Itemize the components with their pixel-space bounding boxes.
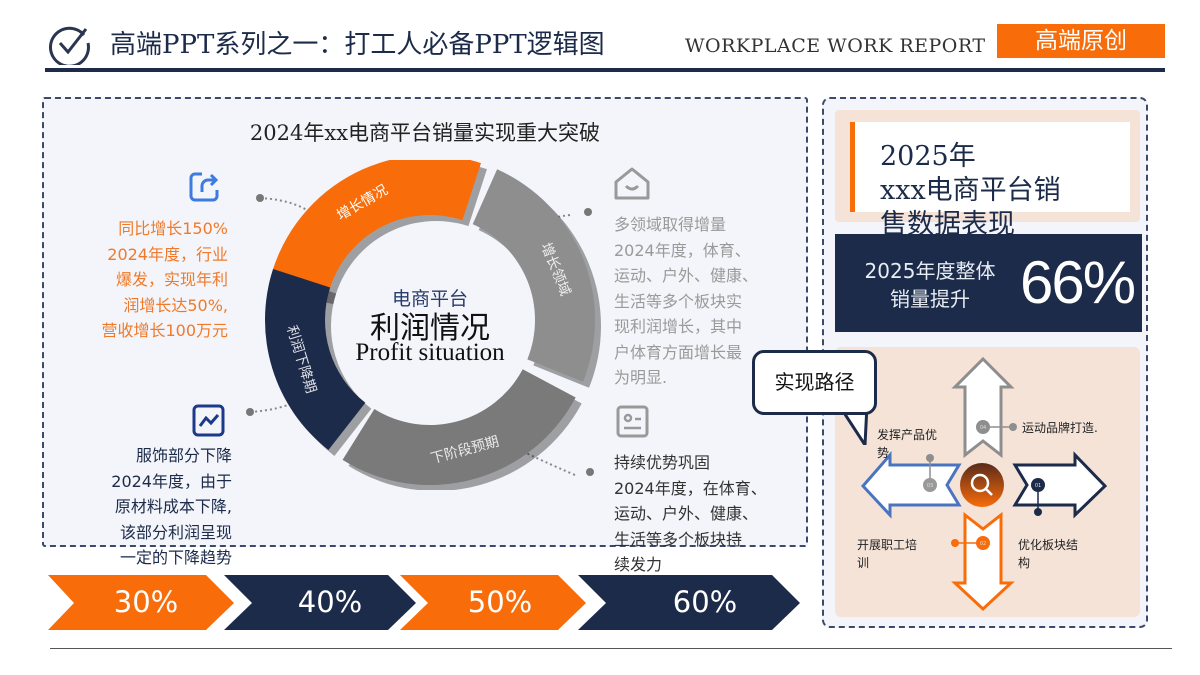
arrow-up	[951, 356, 1015, 459]
search-icon	[970, 473, 990, 493]
arrow-left	[860, 450, 962, 519]
block-line: 续发力	[614, 555, 663, 574]
arrow-number: 01	[1035, 483, 1041, 489]
ring-segment	[342, 369, 576, 485]
arrow-number: 04	[980, 425, 986, 431]
title-line: 2025年	[880, 141, 976, 172]
block-line: 户体育方面增长最	[614, 342, 743, 362]
stat-label: 2025年度整体 销量提升	[850, 257, 1010, 313]
block-line: 原材料成本下降,	[114, 497, 232, 516]
arrow-label-01: 优化板块结构	[1018, 538, 1079, 570]
ring-center-line2: 利润情况	[370, 311, 490, 346]
home-icon	[614, 167, 650, 200]
id-card-icon	[616, 405, 649, 438]
title-card-inner	[850, 122, 1130, 212]
forecast-title: 2025年 xxx电商平台销 售数据表现	[880, 140, 1061, 242]
chevron-40	[224, 575, 416, 630]
block-line: 2024年度，由于	[111, 471, 232, 491]
header-divider	[45, 68, 1165, 72]
block-title: 多领域取得增量	[614, 215, 727, 234]
chevron-30	[48, 575, 234, 630]
block-title: 服饰部分下降	[135, 446, 232, 465]
block-line: 运动、户外、健康、	[614, 504, 759, 523]
decline-text-block: 服饰部分下降 2024年度，由于 原材料成本下降, 该部分利润呈现 一定的下降趋…	[111, 443, 232, 571]
block-line: 润增长达50%,	[123, 295, 228, 315]
ring-center-line3: Profit situation	[355, 339, 505, 366]
chevron-60	[578, 575, 800, 630]
left-panel-heading: 2024年xx电商平台销量实现重大突破	[249, 121, 601, 145]
arrow-label-02: 开展职工培训	[857, 538, 918, 570]
block-title: 同比增长150%	[118, 219, 228, 238]
stat-label-line: 2025年度整体	[864, 259, 996, 283]
arrow-label-04: 运动品牌打造.	[1022, 421, 1098, 435]
block-line: 现利润增长，其中	[614, 317, 743, 336]
block-line: 一定的下降趋势	[119, 548, 232, 567]
stat-value: 66%	[1020, 249, 1136, 316]
block-line: 2024年度，行业	[107, 244, 228, 264]
chevron-label: 50%	[467, 585, 533, 619]
growth-text-block: 同比增长150% 2024年度，行业 爆发，实现年利 润增长达50%, 营收增长…	[101, 216, 228, 344]
block-line: 为明显.	[614, 368, 668, 387]
stat-card	[835, 234, 1142, 332]
progress-chevrons	[48, 575, 800, 630]
block-line: 营收增长100万元	[101, 321, 228, 340]
block-title: 持续优势巩固	[614, 453, 711, 472]
ring-segment	[265, 269, 366, 451]
page-subtitle: WORKPLACE WORK REPORT	[685, 35, 986, 57]
search-circle	[960, 463, 1004, 507]
chevron-label: 60%	[672, 585, 738, 619]
footer-divider	[50, 648, 1172, 649]
stat-label-line: 销量提升	[890, 287, 970, 311]
chevron-50	[400, 575, 586, 630]
chevron-label: 30%	[113, 585, 179, 619]
block-line: 生活等多个板块实	[614, 291, 743, 311]
advantage-text-block: 持续优势巩固 2024年度，在体育、 运动、户外、健康、 生活等多个板块持 续发…	[614, 450, 767, 578]
block-line: 运动、户外、健康、	[614, 266, 759, 285]
page-title: 高端PPT系列之一：打工人必备PPT逻辑图	[110, 30, 605, 60]
chevron-label: 40%	[297, 585, 363, 619]
arrow-down	[951, 511, 1015, 612]
arrow-right	[1012, 451, 1108, 519]
block-line: 爆发，实现年利	[115, 270, 228, 289]
title-line: xxx电商平台销	[880, 175, 1061, 206]
areas-text-block: 多领域取得增量 2024年度，体育、 运动、户外、健康、 生活等多个板块实 现利…	[614, 212, 758, 391]
arrow-label-03: 发挥产品优势	[877, 428, 938, 460]
ring-center-line1: 电商平台	[391, 288, 468, 310]
check-circle-icon	[48, 26, 90, 65]
trend-chart-icon	[192, 404, 225, 437]
arrow-number: 03	[927, 483, 933, 489]
ring-segment	[268, 160, 481, 299]
block-line: 该部分利润呈现	[119, 522, 232, 542]
original-badge: 高端原创	[997, 24, 1165, 58]
arrow-number: 02	[980, 541, 986, 547]
block-line: 2024年度，在体育、	[614, 478, 767, 498]
ring-segment	[472, 169, 595, 382]
callout-bubble: 实现路径	[752, 350, 877, 415]
block-line: 2024年度，体育、	[614, 240, 751, 260]
path-arrows-diagram: 04 03 01 02	[860, 356, 1108, 612]
share-icon	[189, 172, 219, 202]
block-line: 生活等多个板块持	[614, 529, 743, 549]
